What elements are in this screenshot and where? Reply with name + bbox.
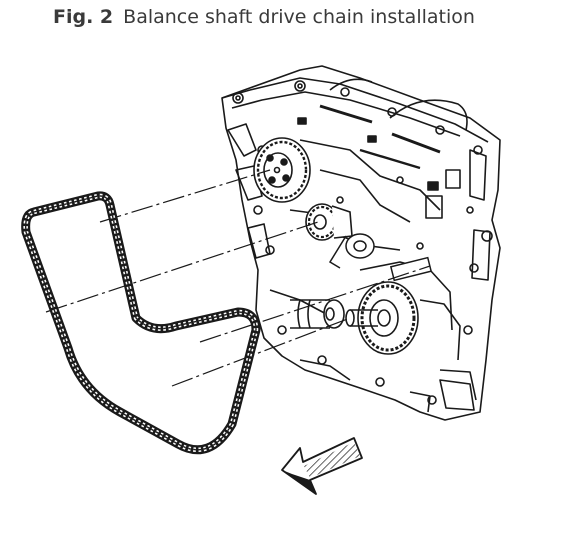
upper-sprocket [253,137,311,203]
figure-label: Fig. 2 [53,6,114,28]
chain-tensioner [328,233,433,282]
alignment-lines [45,169,431,387]
figure-title: Balance shaft drive chain installation [123,6,475,28]
balance-shaft-drive-chain [21,191,261,455]
balance-shaft-sprocket [345,281,419,355]
idler-sprocket [305,203,353,241]
figure-caption: Fig. 2 Balance shaft drive chain installa… [53,6,475,28]
crankshaft-sprocket [290,299,345,329]
engine-diagram [21,65,501,495]
arrow-down-left-icon [281,437,363,495]
